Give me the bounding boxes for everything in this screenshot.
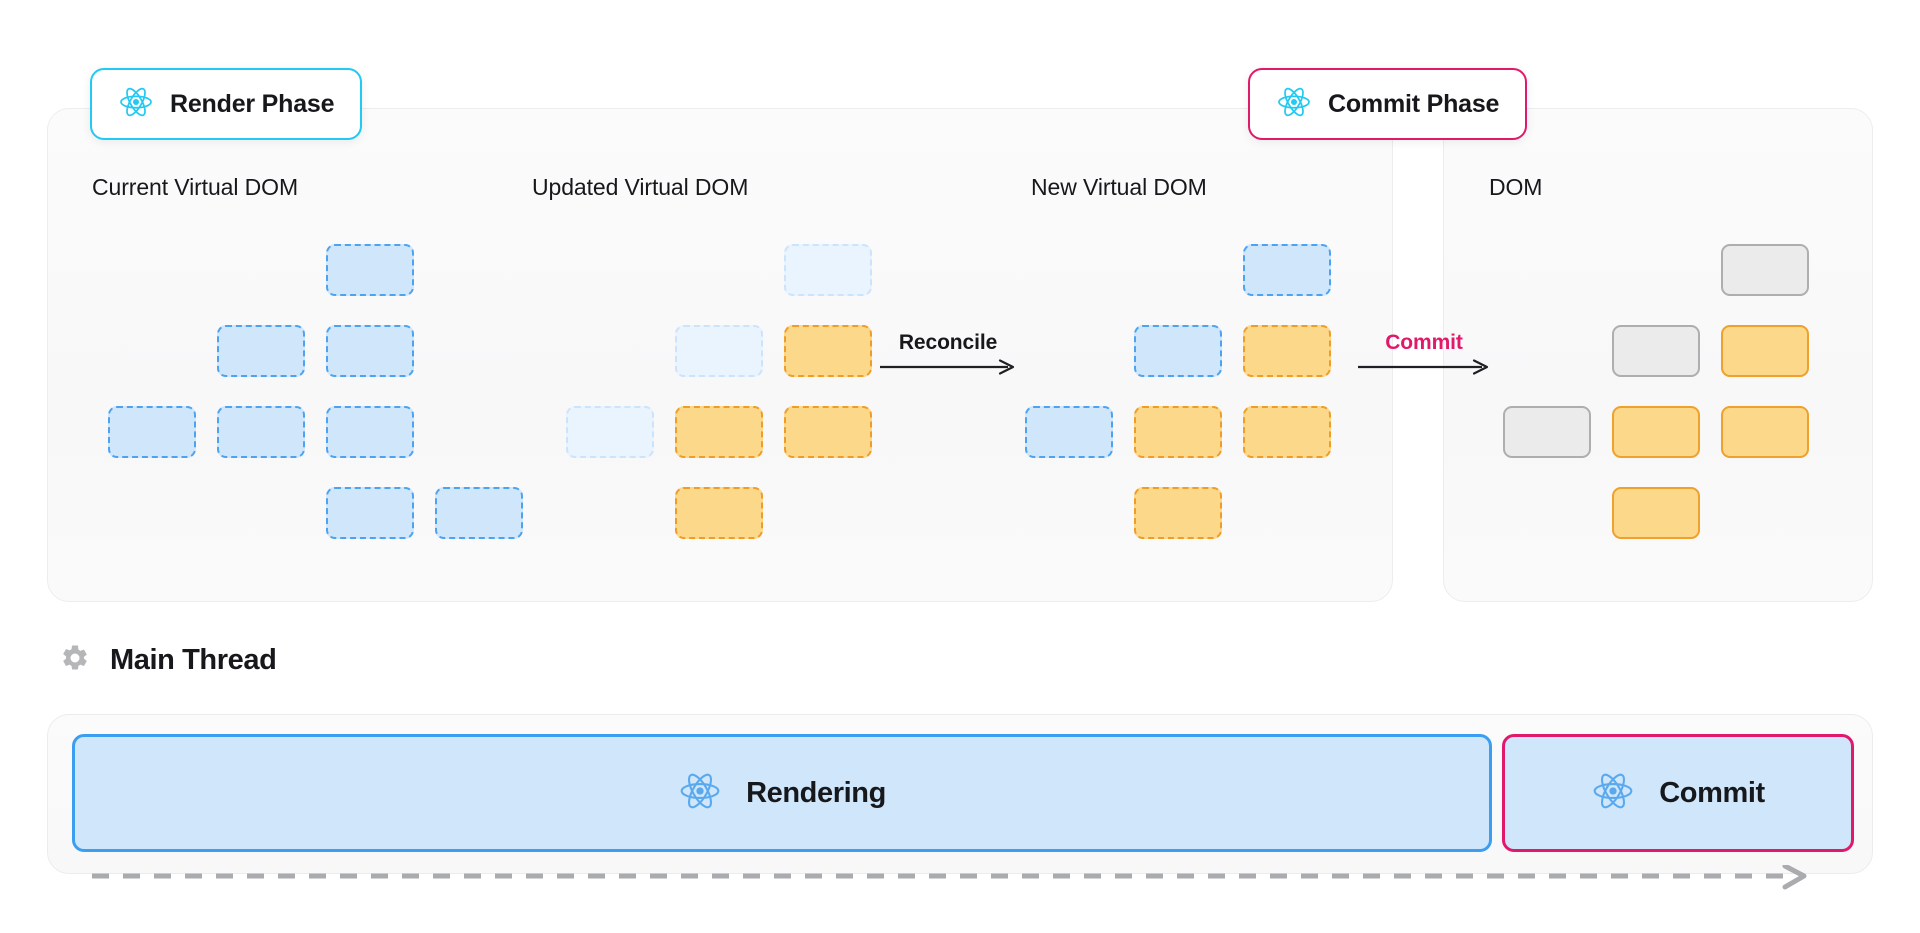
commit-arrow-line <box>1358 359 1489 375</box>
react-logo-icon <box>118 84 154 125</box>
timeline-arrow <box>92 865 1807 890</box>
tree-node-updated-virtual-dom-r2-c2 <box>784 325 872 377</box>
column-title-new-virtual-dom: New Virtual DOM <box>1031 174 1207 200</box>
rendering-bar[interactable]: Rendering <box>72 734 1492 852</box>
react-logo-icon <box>1591 769 1635 818</box>
tree-node-current-virtual-dom-r2-c2 <box>326 325 414 377</box>
tree-node-updated-virtual-dom-r3-c1 <box>675 406 763 458</box>
tree-node-dom-r4-c1 <box>1612 487 1700 539</box>
tree-node-current-virtual-dom-r3-c1 <box>217 406 305 458</box>
tree-node-current-virtual-dom-r4-c2 <box>326 487 414 539</box>
tree-node-updated-virtual-dom-r3-c0 <box>566 406 654 458</box>
render-phase-badge-label: Render Phase <box>170 89 335 118</box>
tree-node-new-virtual-dom-r3-c1 <box>1134 406 1222 458</box>
column-title-dom: DOM <box>1489 174 1543 200</box>
reconcile-arrow-line <box>880 359 1015 375</box>
tree-node-new-virtual-dom-r4-c1 <box>1134 487 1222 539</box>
react-logo-icon <box>678 769 722 818</box>
main-thread-label: Main Thread <box>110 644 277 676</box>
tree-node-updated-virtual-dom-r1-c2 <box>784 244 872 296</box>
reconcile-arrow-label: Reconcile <box>898 331 998 354</box>
tree-node-current-virtual-dom-r2-c1 <box>217 325 305 377</box>
commit-arrow: Commit <box>1358 305 1490 375</box>
tree-node-dom-r2-c1 <box>1612 325 1700 377</box>
tree-node-current-virtual-dom-r3-c2 <box>326 406 414 458</box>
tree-node-dom-r3-c2 <box>1721 406 1809 458</box>
react-logo-icon <box>1276 84 1312 125</box>
tree-node-current-virtual-dom-r1-c2 <box>326 244 414 296</box>
commit-phase-badge[interactable]: Commit Phase <box>1248 68 1528 140</box>
reconcile-arrow: Reconcile <box>880 305 1016 375</box>
render-phase-badge[interactable]: Render Phase <box>90 68 363 140</box>
tree-node-dom-r1-c2 <box>1721 244 1809 296</box>
tree-node-new-virtual-dom-r2-c1 <box>1134 325 1222 377</box>
tree-node-dom-r3-c0 <box>1503 406 1591 458</box>
tree-node-dom-r3-c1 <box>1612 406 1700 458</box>
tree-node-current-virtual-dom-r4-c3 <box>435 487 523 539</box>
commit-bar-label: Commit <box>1659 776 1765 809</box>
tree-node-updated-virtual-dom-r4-c1 <box>675 487 763 539</box>
commit-bar[interactable]: Commit <box>1502 734 1854 852</box>
tree-node-updated-virtual-dom-r2-c1 <box>675 325 763 377</box>
column-title-updated-virtual-dom: Updated Virtual DOM <box>532 174 749 200</box>
commit-phase-badge-label: Commit Phase <box>1328 89 1500 118</box>
column-title-current-virtual-dom: Current Virtual DOM <box>92 174 299 200</box>
tree-node-updated-virtual-dom-r3-c2 <box>784 406 872 458</box>
tree-node-new-virtual-dom-r2-c2 <box>1243 325 1331 377</box>
commit-arrow-label: Commit <box>1385 331 1463 354</box>
tree-node-current-virtual-dom-r3-c0 <box>108 406 196 458</box>
tree-node-new-virtual-dom-r3-c2 <box>1243 406 1331 458</box>
rendering-bar-label: Rendering <box>746 776 886 809</box>
tree-node-new-virtual-dom-r1-c2 <box>1243 244 1331 296</box>
main-thread-heading: Main Thread <box>60 643 277 678</box>
tree-node-new-virtual-dom-r3-c0 <box>1025 406 1113 458</box>
tree-node-dom-r2-c2 <box>1721 325 1809 377</box>
gear-icon <box>60 643 90 678</box>
